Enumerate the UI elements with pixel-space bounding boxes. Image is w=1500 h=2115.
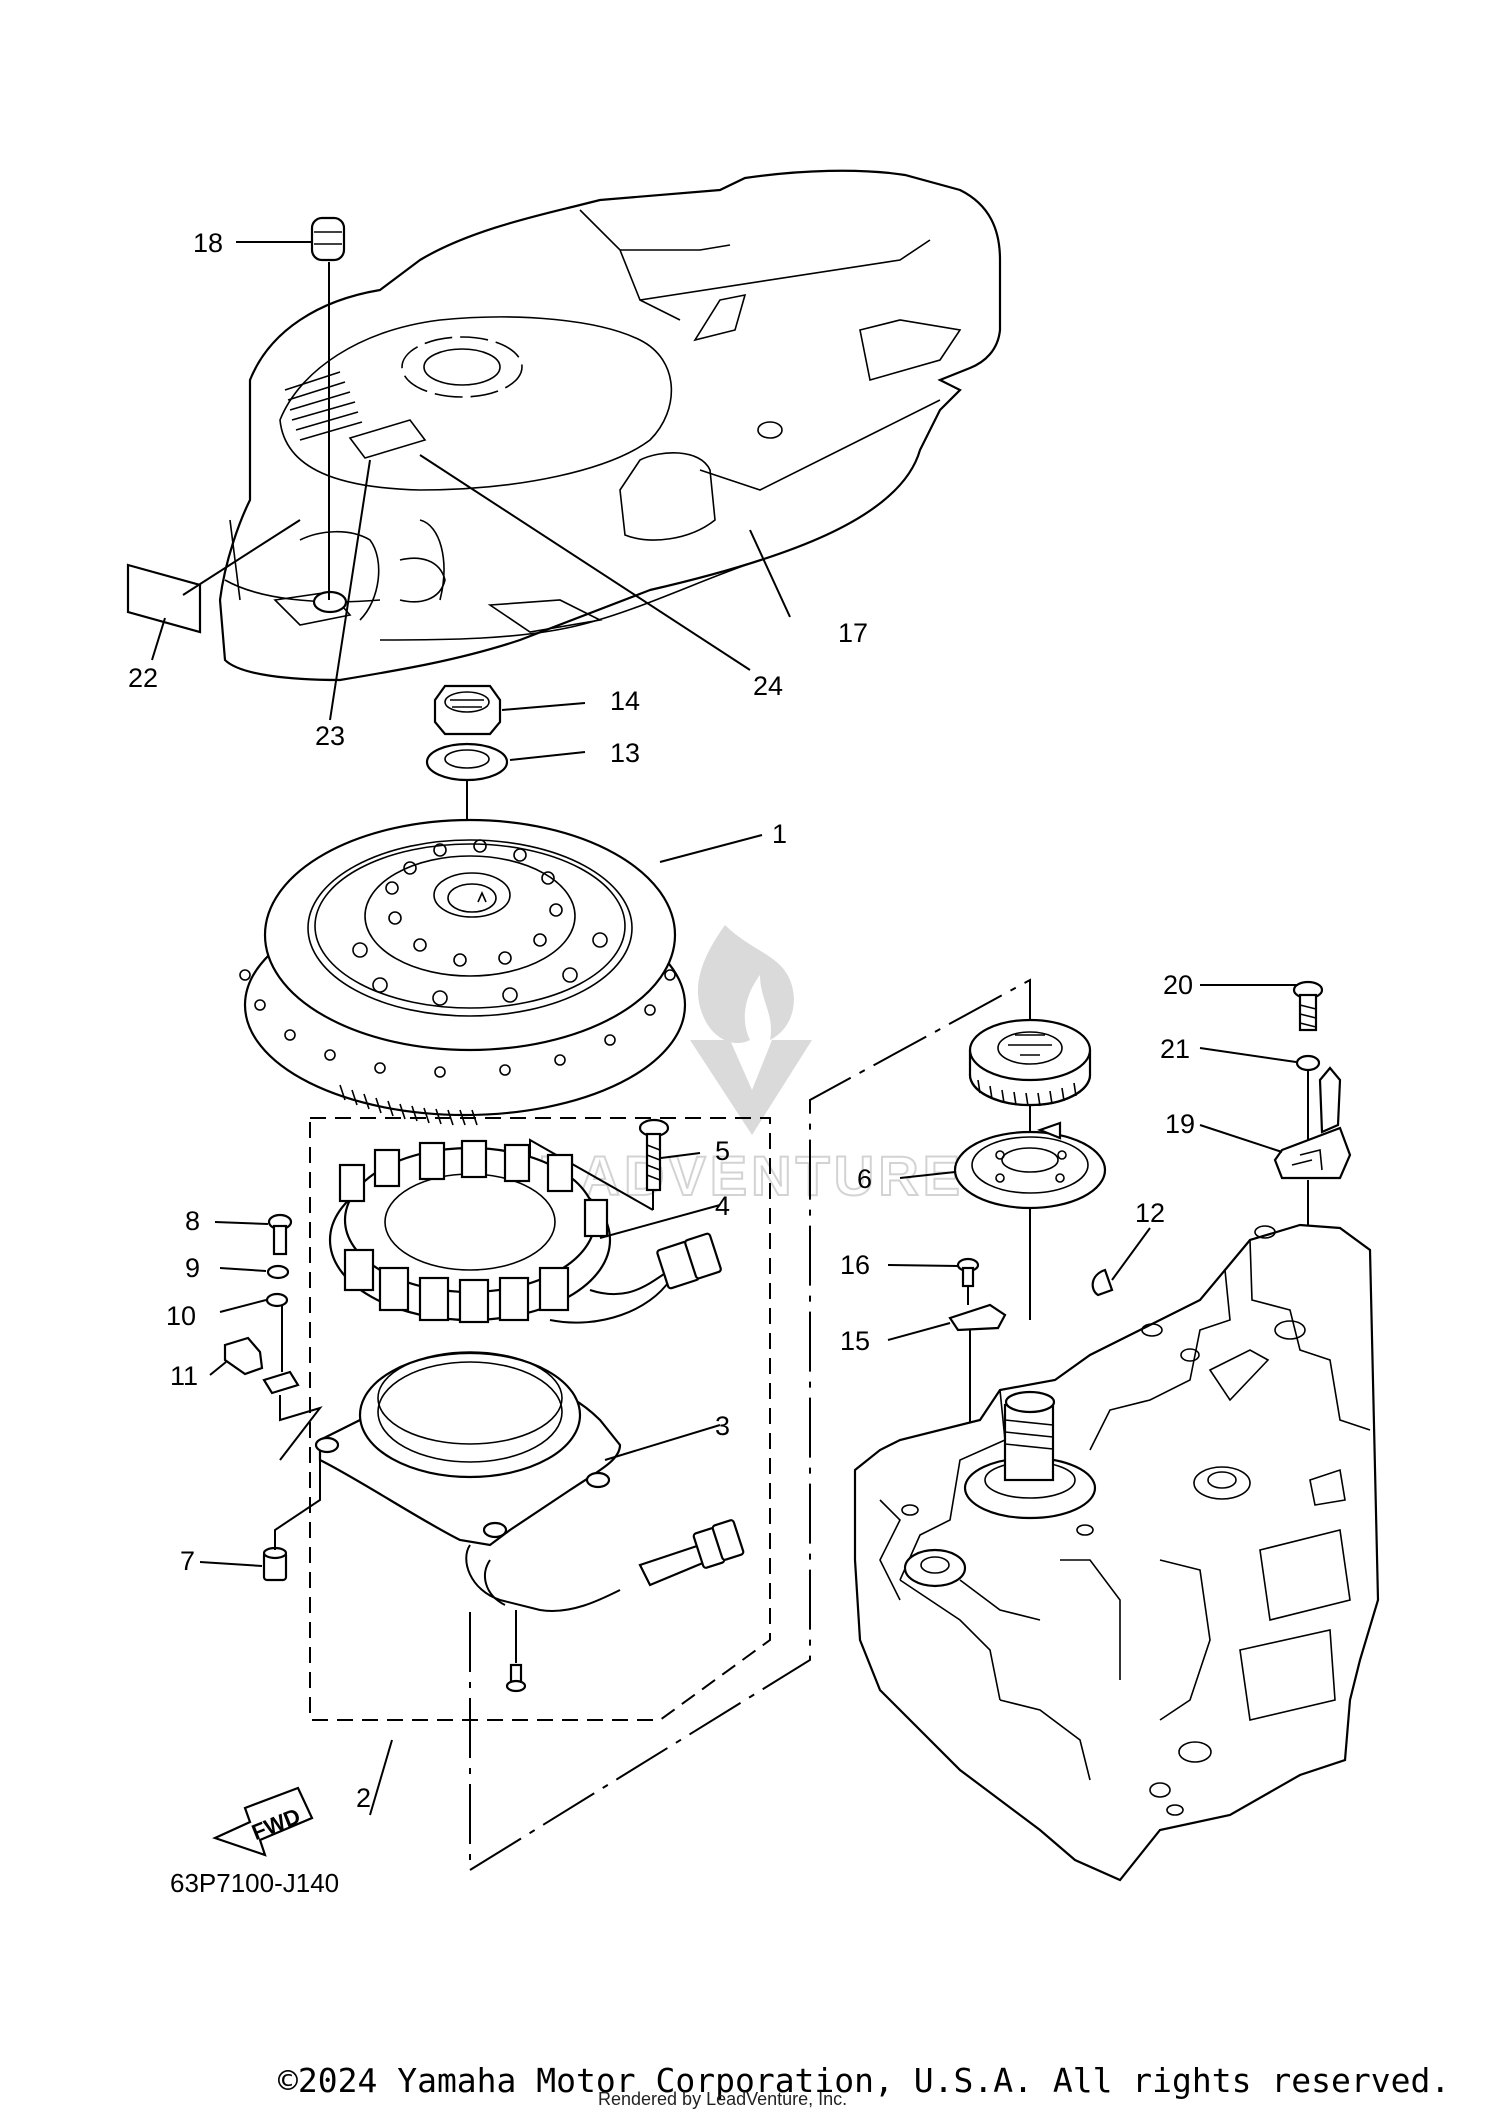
callout-18: 18 <box>193 228 223 258</box>
part-19-bracket <box>1273 1066 1352 1180</box>
part-10-washer <box>265 1292 289 1308</box>
rendered-by-notice: Rendered by LeadVenture, Inc. <box>598 2089 847 2109</box>
part-12-key <box>1091 1268 1114 1297</box>
part-2-stator-assembly-box <box>309 1117 771 1721</box>
callout-14: 14 <box>610 686 640 716</box>
callout-22: 22 <box>128 663 158 693</box>
part-4-stator <box>328 1139 671 1324</box>
callout-7: 7 <box>180 1546 195 1576</box>
leadventure-watermark: LEADVENTURE <box>499 925 961 1208</box>
callout-9: 9 <box>185 1253 200 1283</box>
flywheel-cover-assembly <box>218 169 1002 682</box>
part-14-nut <box>433 684 502 736</box>
part-3-stator-base <box>314 1351 745 1612</box>
part-5-screw <box>638 1118 670 1192</box>
callout-8: 8 <box>185 1206 200 1236</box>
callout-2: 2 <box>356 1783 371 1813</box>
part-8-bolt <box>267 1213 293 1256</box>
callout-21: 21 <box>1160 1034 1190 1064</box>
callout-19: 19 <box>1165 1109 1195 1139</box>
callout-11: 11 <box>170 1361 198 1391</box>
part-11-clamp <box>223 1336 264 1376</box>
callout-6: 6 <box>857 1164 872 1194</box>
part-7-dowel <box>262 1546 288 1582</box>
callout-3: 3 <box>715 1411 730 1441</box>
figure-code: 63P7100-J140 <box>170 1868 339 1898</box>
powerhead-block <box>853 1223 1380 1882</box>
part-13-washer <box>425 742 509 782</box>
part-20-bolt <box>1292 980 1324 1032</box>
part-18-grommet <box>310 216 346 262</box>
callout-leaders <box>151 241 1298 1567</box>
part-9-washer <box>266 1264 290 1280</box>
callout-23: 23 <box>315 721 345 751</box>
callout-20: 20 <box>1163 970 1193 1000</box>
part-21-washer <box>1295 1054 1321 1072</box>
callout-1: 1 <box>772 819 787 849</box>
part-22-label <box>126 563 202 634</box>
callout-17: 17 <box>838 618 868 648</box>
part-1-flywheel <box>239 818 687 1126</box>
base-screw <box>505 1663 527 1693</box>
callout-15: 15 <box>840 1326 870 1356</box>
callout-13: 13 <box>610 738 640 768</box>
callout-16: 16 <box>840 1250 870 1280</box>
part-16-screw <box>956 1257 980 1288</box>
callout-10: 10 <box>166 1301 196 1331</box>
callout-5: 5 <box>715 1136 730 1166</box>
callout-24: 24 <box>753 671 783 701</box>
part-6-plate <box>953 1121 1107 1210</box>
callout-4: 4 <box>715 1191 730 1221</box>
copyright-notice: ©2024 Yamaha Motor Corporation, U.S.A. A… <box>278 2061 1450 2100</box>
callout-labels: 1 2 3 4 5 6 7 8 9 10 11 12 13 14 15 16 1… <box>128 228 1195 1813</box>
part-15-bracket <box>948 1303 1007 1332</box>
callout-12: 12 <box>1135 1198 1165 1228</box>
rotor-hub <box>968 1018 1092 1107</box>
stator-connector <box>656 1232 722 1290</box>
fwd-arrow-icon: FWD <box>212 1786 314 1857</box>
